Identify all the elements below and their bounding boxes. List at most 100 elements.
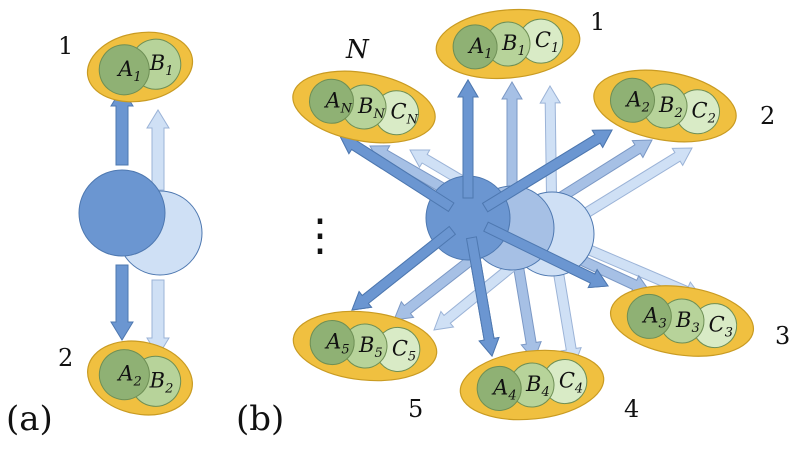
panel-b-group-2-cell-symbol: C2: [691, 99, 715, 127]
panel-b-group-4-cell-subscript: 4: [574, 382, 583, 397]
panel-b-group-3-cell-b: B3: [659, 298, 705, 344]
panel-a-group-1-cell-letter: B: [149, 51, 165, 75]
panel-a-group-1-cell-symbol: A1: [116, 57, 141, 85]
panel-b-group-3-cell-letter: C: [709, 313, 725, 337]
panel-b-group-5-cell-b: B5: [342, 323, 388, 369]
panel-b-group-4-cell-subscript: 4: [507, 388, 516, 403]
arrow-a-light-up: [146, 109, 170, 191]
panel-b-group-1-cell-symbol: B1: [501, 31, 526, 59]
panel-b-group-n-cell-symbol: BN: [357, 94, 385, 122]
panel-a-group-1-cell-symbol: B1: [149, 51, 174, 79]
panel-b-group-5-cell-circle: [309, 320, 355, 366]
panel-b-group-5-cell-symbol: B5: [358, 333, 383, 361]
panel-b-group-4-cell-circle: [509, 362, 555, 408]
panel-b-group-5-cell-symbol: C5: [392, 336, 416, 364]
panel-b-group-4-cell-symbol: A4: [491, 375, 516, 403]
arrow-b-n-primary: [339, 135, 455, 213]
panel-b-group-5-cell-c: C5: [375, 326, 421, 372]
arrow-b-1-tier-2: [501, 81, 523, 191]
panel-b-group-3-cell-circle: [626, 293, 672, 339]
panel-b-group-2-cell-subscript: 2: [707, 112, 716, 127]
source-a-dark: [78, 169, 166, 257]
panel-b-group-3-cell-symbol: C3: [709, 313, 733, 341]
group-label-a-1: 1: [58, 32, 73, 60]
group-label-b-5: 5: [408, 395, 423, 423]
group-label-b-1: 1: [590, 8, 605, 36]
panel-b-group-n-cell-circle: [309, 78, 355, 124]
panel-a-group-2-cell-symbol: A2: [116, 362, 141, 390]
panel-b-group-3-cell-subscript: 3: [725, 326, 733, 341]
panel-b-group-n-cell-letter: B: [357, 94, 373, 118]
group-label-b-n: N: [345, 35, 370, 65]
panel-b-group-1-cell-subscript: 1: [517, 44, 525, 59]
group-label-b-3: 3: [775, 322, 790, 350]
panel-b-group-1-cell-circle: [518, 18, 564, 64]
panel-b-group-3-cell-letter: A: [641, 303, 658, 327]
panel-b-group-3-cell-symbol: A3: [641, 303, 666, 331]
panel-b-group-2-cell-symbol: A2: [625, 87, 650, 115]
panel-b-group-n-cell-a: AN: [309, 78, 355, 124]
panel-b-group-5-cell-subscript: 5: [341, 343, 349, 358]
panel-a-group-1-cell-circle: [98, 44, 150, 96]
panel-b-group-4-cell-c: C4: [542, 359, 588, 405]
panel-label-a: (a): [6, 399, 53, 439]
panel-b-group-4-cell-circle: [476, 365, 522, 411]
arrow-a-light-down: [146, 279, 170, 357]
panel-b-group-1-cell-c: C1: [518, 18, 564, 64]
panel-a-group-1-cell-subscript: 1: [133, 70, 141, 85]
panel-b-group-1-cell-letter: A: [467, 34, 484, 58]
panel-b-group-2-cell-circle: [610, 77, 656, 123]
panel-a-group-2-cell-circle: [98, 349, 150, 401]
panel-b-group-3-cell-symbol: B3: [675, 308, 700, 336]
panel-b-group-5-cell-circle: [342, 323, 388, 369]
panel-a-group-2-cell-letter: B: [149, 368, 165, 392]
arrow-a-dark-down: [110, 264, 134, 341]
panel-b-group-1-cell-b: B1: [485, 21, 531, 67]
arrow-b-1-tier-3: [539, 85, 562, 197]
panel-b-group-2-cell-letter: B: [658, 93, 674, 117]
arrow-b-2-primary: [481, 129, 613, 213]
subsystem-groups-layer: B1A1B2A2C1B1A1C2B2A2C3B3A3C4B4A4C5B5A5CN…: [86, 8, 755, 421]
panel-b-group-5-cell-letter: A: [324, 330, 341, 354]
group-label-b-4: 4: [624, 395, 639, 423]
panel-b-group-1-cell-subscript: 1: [484, 47, 492, 62]
panel-b-group-4-cell-symbol: C4: [559, 369, 583, 397]
group-label-a-2: 2: [58, 344, 73, 372]
panel-b-group-n-cell-letter: A: [324, 88, 341, 112]
panel-b-group-4-cell-a: A4: [476, 365, 522, 411]
panel-label-b: (b): [236, 399, 284, 439]
arrow-b-4-primary: [465, 236, 500, 357]
panel-b-group-5-cell-letter: B: [358, 333, 374, 357]
panel-b-group-4-cell-subscript: 4: [540, 385, 549, 400]
panel-b-group-1-cell-letter: C: [535, 28, 551, 52]
panel-b-group-2-cell-subscript: 2: [641, 100, 650, 115]
arrow-b-5-primary: [351, 225, 457, 311]
panel-a-group-2-cell-symbol: B2: [149, 368, 174, 396]
panel-b-group-5-cell-a: A5: [309, 320, 355, 366]
panel-b-group-n-cell-subscript: N: [340, 101, 353, 116]
sources-layer: [78, 79, 613, 357]
arrow-b-1-primary: [457, 79, 479, 199]
panel-b-group-3-cell-subscript: 3: [658, 316, 666, 331]
panel-b-group-3-cell-subscript: 3: [691, 321, 699, 336]
panel-b-group-n-cell-symbol: AN: [324, 88, 353, 116]
arrow-b-2-tier-3: [581, 147, 693, 220]
panel-b-group-4-cell-letter: A: [491, 375, 508, 399]
panel-b-group-5-cell-subscript: 5: [374, 346, 382, 361]
panel-a-group-2-cell-letter: A: [116, 362, 133, 386]
panel-a-group-2-cell-subscript: 2: [133, 375, 142, 390]
panel-b-group-2-cell-letter: A: [625, 87, 642, 111]
panel-b-group-2-cell-symbol: B2: [658, 93, 683, 121]
panel-b-group-n-cell-letter: C: [390, 100, 406, 124]
panel-b-group-1-cell-circle: [452, 24, 498, 70]
panel-b-group-5-cell-letter: C: [392, 336, 408, 360]
panel-b-group-1-cell-a: A1: [452, 24, 498, 70]
